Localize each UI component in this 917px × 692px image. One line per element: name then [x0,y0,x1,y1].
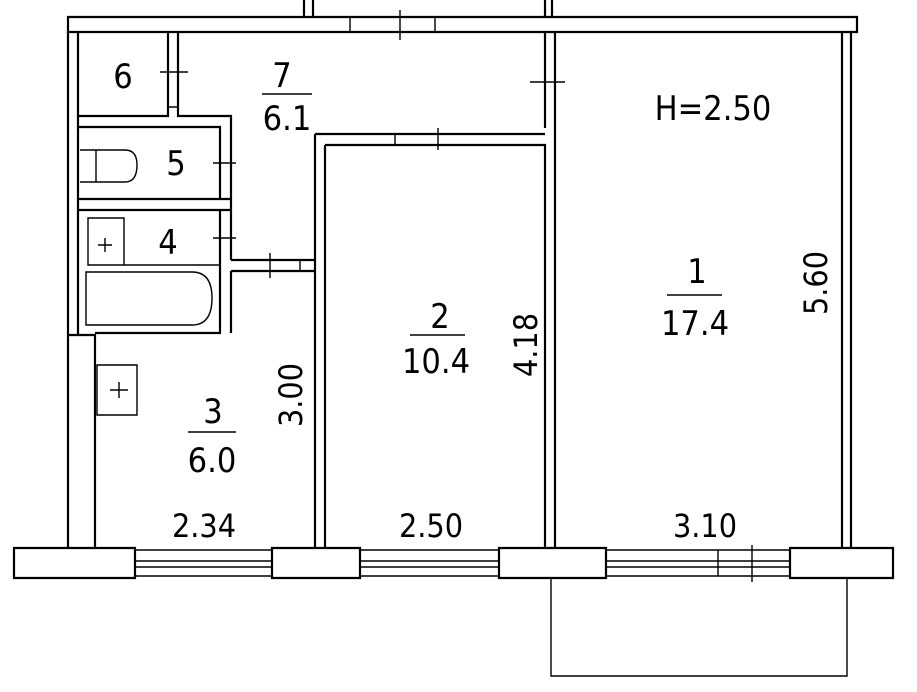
toilet-icon [80,149,138,183]
room-3-depth: 3.00 [272,363,310,427]
room-1-width: 3.10 [673,507,737,545]
room-3-width: 2.34 [172,507,236,545]
room-2-number: 2 [430,297,449,337]
room-3-number: 3 [203,392,222,432]
room-3-area: 6.0 [188,441,237,481]
balcony [550,578,848,677]
ceiling-height: H=2.50 [655,89,772,129]
room-7-area: 6.1 [263,99,312,139]
room-4-number: 4 [158,223,177,263]
room-5-number: 5 [166,144,185,184]
stove-icon [96,364,138,416]
room-2-depth: 4.18 [507,313,545,377]
bathtub-icon [85,271,213,326]
room-6-number: 6 [113,57,132,97]
room-2-area: 10.4 [402,342,470,382]
room-2-width: 2.50 [399,507,463,545]
room-1-number: 1 [687,252,706,292]
room-1-area: 17.4 [661,304,729,344]
sink-icon [87,217,220,266]
room-7-number: 7 [272,56,291,96]
walls [12,0,895,677]
room-1-depth: 5.60 [797,251,835,315]
labels: 6 7 6.1 5 4 H=2.50 1 17.4 2 10.4 3 6.0 4… [113,56,835,545]
